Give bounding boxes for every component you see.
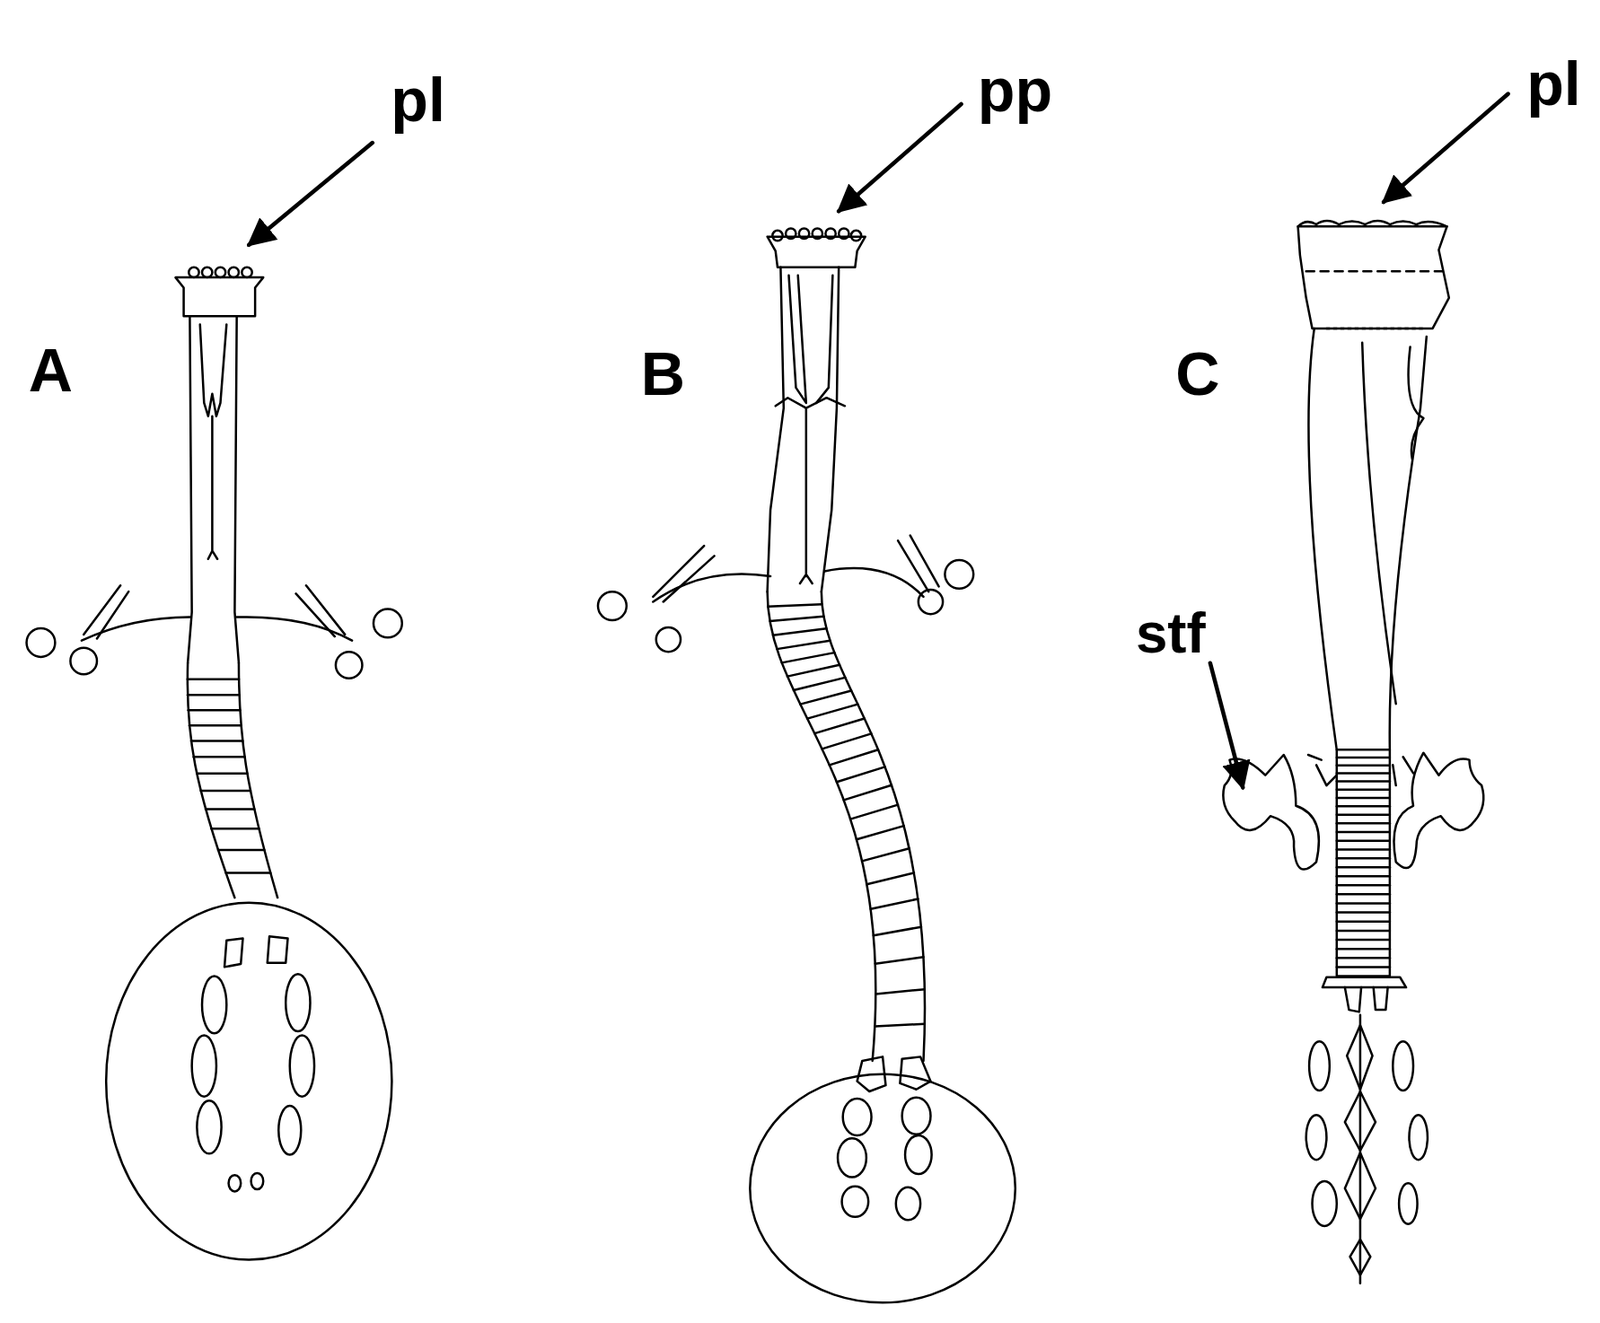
ring-line xyxy=(1336,920,1390,924)
ring-line xyxy=(875,989,925,994)
ring-line xyxy=(205,808,255,811)
part-label: pl xyxy=(390,69,446,131)
ring-line xyxy=(1336,772,1390,775)
ring-line xyxy=(1336,893,1390,897)
ring-line xyxy=(1336,857,1390,861)
ring-line xyxy=(226,871,272,875)
ring-line xyxy=(807,704,858,720)
figure-c xyxy=(1222,220,1484,1284)
part-label: pl xyxy=(1526,52,1582,115)
ring-line xyxy=(800,690,852,704)
figure-a xyxy=(26,267,403,1261)
ring-line xyxy=(1336,902,1390,906)
ring-line xyxy=(193,756,246,759)
ring-line xyxy=(829,749,879,765)
ring-line xyxy=(1336,939,1390,942)
ring-line xyxy=(1336,884,1390,888)
ring-line xyxy=(201,790,251,793)
ring-line xyxy=(836,766,886,783)
ring-line xyxy=(1336,911,1390,915)
ring-line xyxy=(773,628,827,635)
ring-line xyxy=(782,652,836,663)
figure-b xyxy=(597,228,1016,1304)
ring-line xyxy=(1336,839,1390,843)
ring-line xyxy=(218,849,264,853)
ring-line xyxy=(1336,805,1390,809)
ring-line xyxy=(1336,822,1390,826)
ring-line xyxy=(843,785,892,801)
panel-letter: B xyxy=(641,342,686,405)
ring-line xyxy=(1336,966,1390,969)
ring-line xyxy=(1336,780,1390,783)
ring-line xyxy=(1336,764,1390,767)
ring-line xyxy=(1336,813,1390,817)
ring-line xyxy=(1336,866,1390,870)
ring-line xyxy=(1336,797,1390,800)
ring-line xyxy=(874,1024,925,1028)
ring-line xyxy=(196,772,247,775)
ring-line xyxy=(1336,756,1390,760)
part-label: pp xyxy=(977,59,1053,121)
ring-line xyxy=(210,827,259,831)
part-label: stf xyxy=(1135,604,1206,662)
ring-line xyxy=(191,739,243,743)
ring-line xyxy=(767,604,822,607)
ring-line xyxy=(1336,788,1390,792)
ring-line xyxy=(861,848,910,862)
ring-line xyxy=(1336,848,1390,852)
ring-line xyxy=(873,927,922,936)
ring-line xyxy=(870,898,919,909)
ring-line xyxy=(1336,948,1390,951)
ring-line xyxy=(856,826,905,840)
panel-letter: A xyxy=(28,339,73,401)
ring-line xyxy=(866,872,915,885)
ring-line xyxy=(875,957,924,964)
ring-line xyxy=(787,665,840,677)
ring-line xyxy=(850,805,898,820)
ring-line xyxy=(187,694,240,697)
ring-line xyxy=(189,724,242,728)
ring-line xyxy=(776,641,830,650)
ring-line xyxy=(822,733,872,749)
tracheal-rings xyxy=(187,604,1390,1027)
ring-line xyxy=(188,709,241,713)
ring-line xyxy=(187,677,239,681)
ring-line xyxy=(814,719,864,735)
leader-arrows xyxy=(248,94,1508,789)
ring-line xyxy=(1336,957,1390,960)
panel-letter: C xyxy=(1175,342,1220,405)
ring-line xyxy=(1336,831,1390,835)
ring-line xyxy=(769,616,824,622)
ring-line xyxy=(793,677,845,691)
ring-line xyxy=(1336,930,1390,933)
ring-line xyxy=(1336,875,1390,879)
